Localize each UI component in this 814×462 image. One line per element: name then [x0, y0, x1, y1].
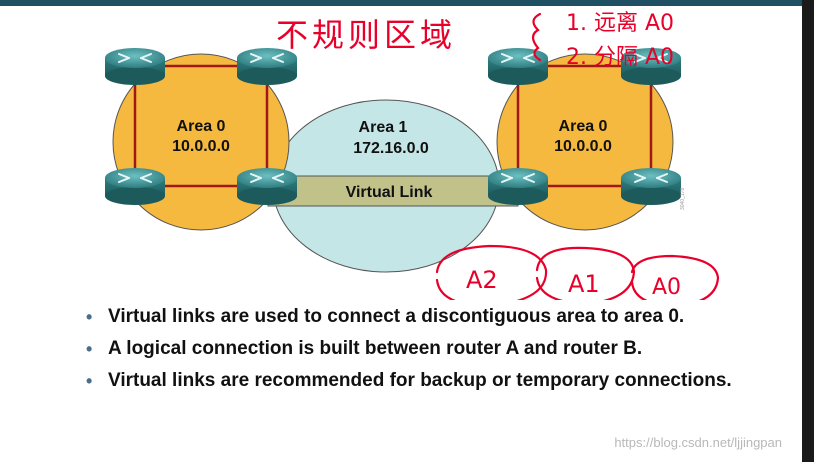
bullet-item: • Virtual links are recommended for backu… [84, 370, 784, 392]
bullet-text: Virtual links are recommended for backup… [108, 370, 732, 391]
figure-code: 3040_178 [680, 188, 686, 210]
watermark: https://blog.csdn.net/ljjingpan [614, 435, 782, 450]
handwritten-a1: A1 [568, 270, 600, 298]
top-bar [0, 0, 802, 6]
left-area-network: 10.0.0.0 [172, 138, 230, 155]
router-icon [487, 47, 549, 86]
handwritten-note-1: 1. 远离 A0 [566, 11, 674, 36]
bullet-dot-icon: • [86, 339, 93, 359]
handwritten-note-2: 2. 分隔 A0 [566, 45, 674, 70]
virtual-link-bar [267, 175, 519, 207]
router-icon [104, 167, 166, 206]
bullet-dot-icon: • [86, 307, 93, 327]
right-area-name: Area 0 [559, 118, 608, 135]
handwritten-annotations [435, 12, 720, 300]
router-a-icon [236, 167, 298, 206]
router-icon [620, 167, 682, 206]
ospf-virtual-link-diagram: Area 0 10.0.0.0 Area 1 172.16.0.0 Area 0… [104, 11, 720, 300]
bullet-text: A logical connection is built between ro… [108, 338, 643, 359]
bullet-item: • Virtual links are used to connect a dis… [84, 306, 784, 328]
middle-area-network: 172.16.0.0 [353, 140, 429, 157]
middle-area-name: Area 1 [359, 119, 408, 136]
handwritten-a0: A0 [652, 275, 681, 300]
handwritten-a2: A2 [466, 266, 498, 294]
bullet-item: • A logical connection is built between r… [84, 338, 784, 360]
bullet-text: Virtual links are used to connect a disc… [108, 306, 685, 327]
left-area-name: Area 0 [177, 118, 226, 135]
handwritten-title: 不规则区域 [276, 16, 456, 54]
circle-a0-outline [630, 254, 720, 300]
right-edge-strip [802, 0, 814, 462]
circle-a2-outline [435, 244, 548, 300]
right-area-network: 10.0.0.0 [554, 138, 612, 155]
virtual-link-label: Virtual Link [346, 184, 433, 201]
bullet-dot-icon: • [86, 371, 93, 391]
router-icon [104, 47, 166, 86]
circle-a1-outline [535, 246, 636, 300]
router-b-icon [487, 167, 549, 206]
bullet-list: • Virtual links are used to connect a dis… [84, 306, 784, 402]
